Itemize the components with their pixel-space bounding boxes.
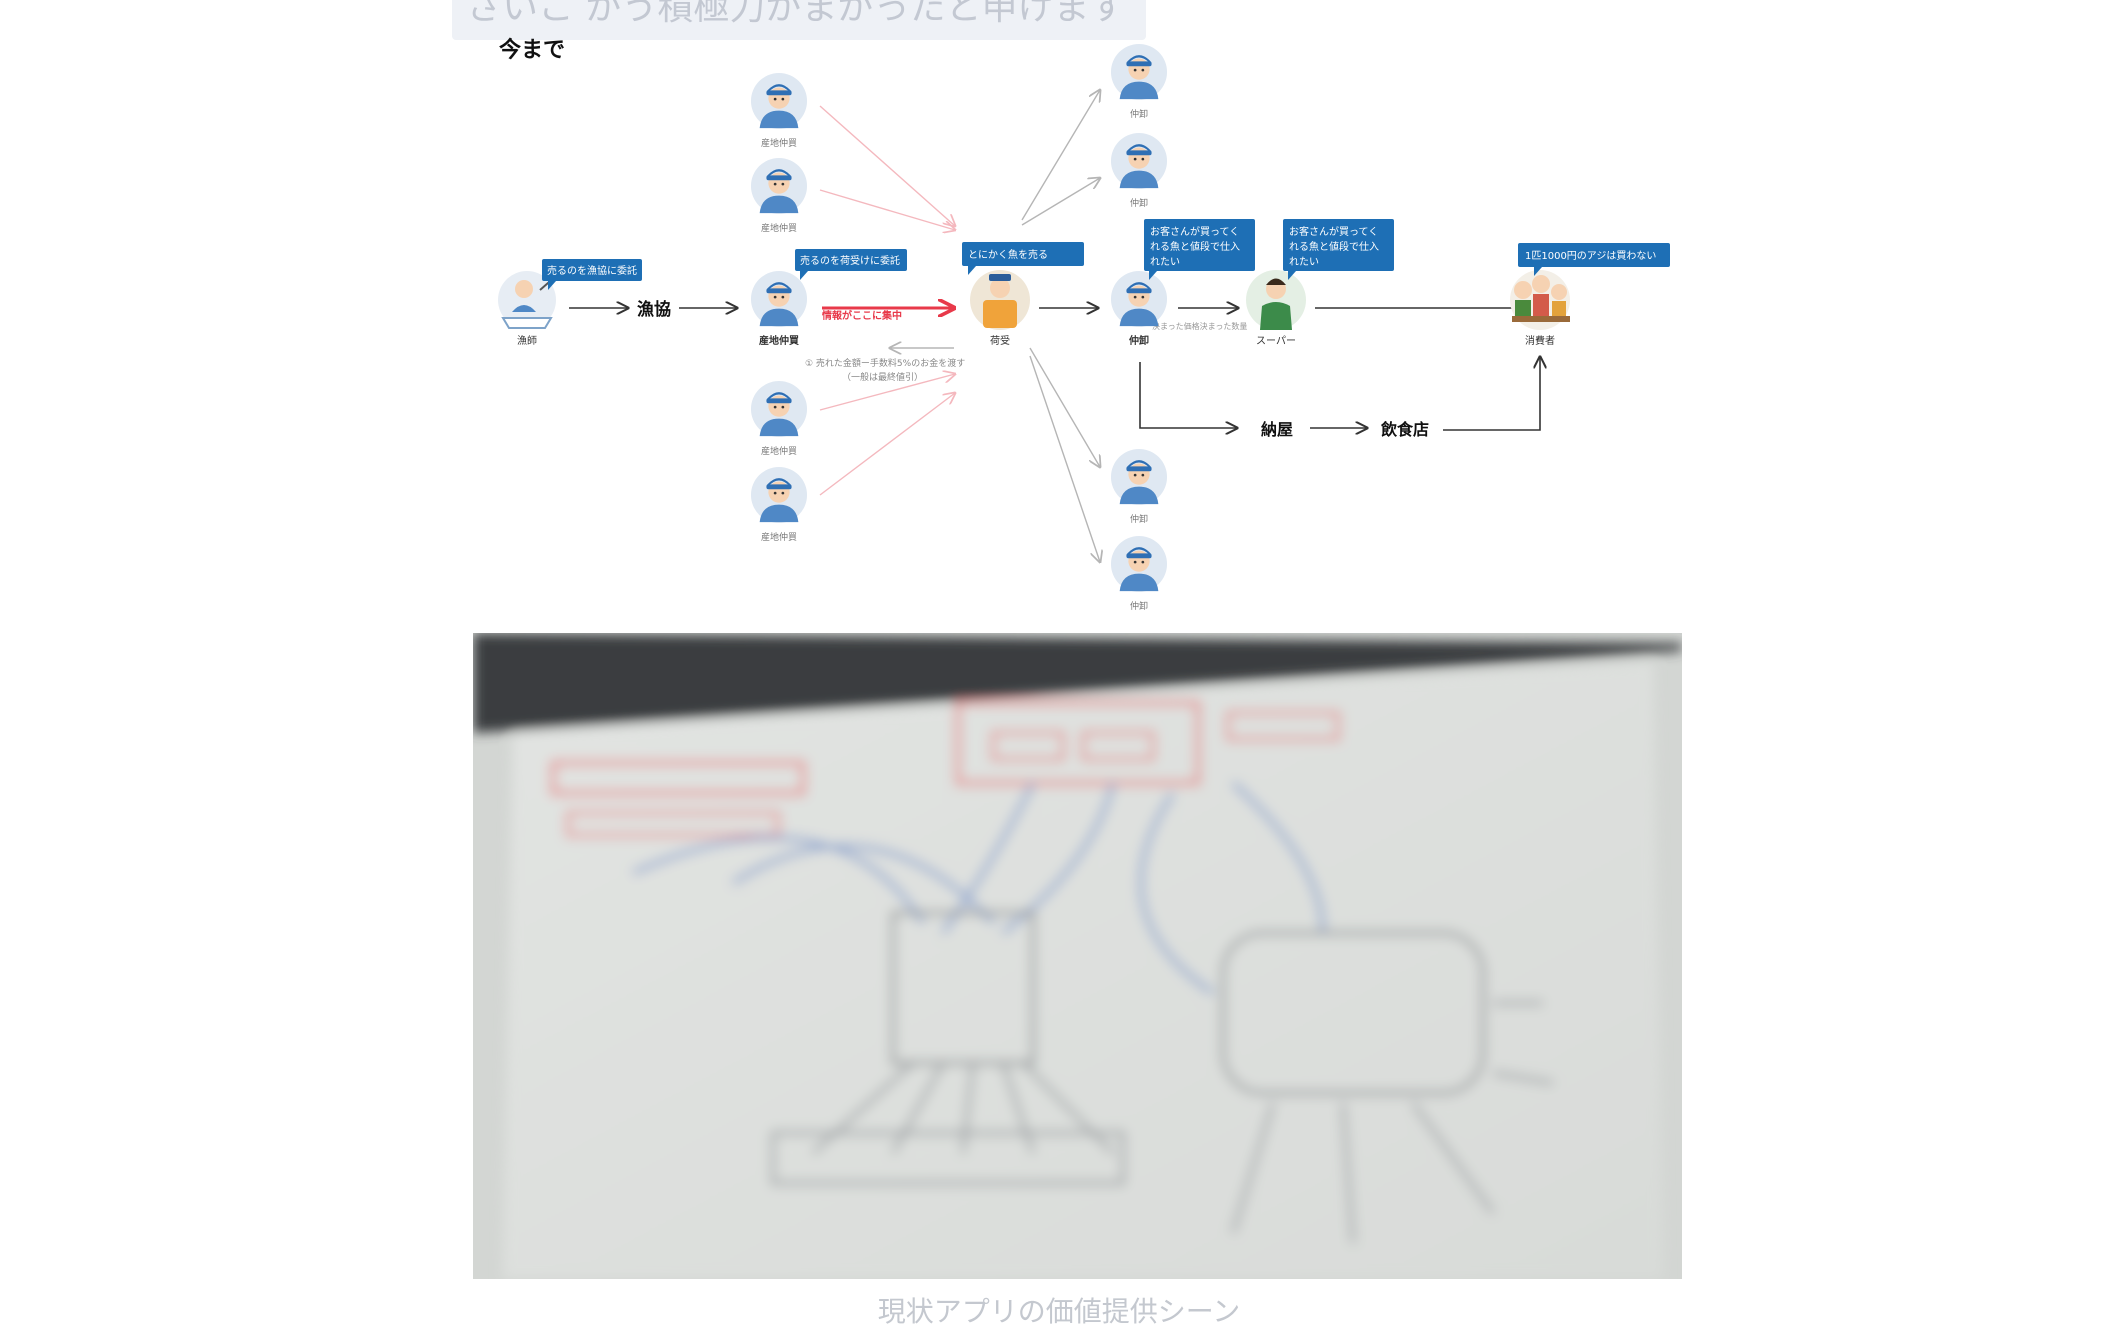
label-broker-4: 産地仲買 (761, 531, 797, 543)
svg-text:れたい: れたい (1150, 256, 1180, 268)
svg-text:とにかく魚を売る: とにかく魚を売る (968, 248, 1048, 261)
label-fisher: 漁師 (517, 334, 537, 347)
label-niuke: 荷受 (990, 335, 1010, 347)
label-consumer: 消費者 (1525, 334, 1555, 347)
fanout-lines (1021, 90, 1100, 562)
broker-icon (750, 72, 808, 130)
faded-heading: さいこ がう積極力がまがったと申けます (452, 0, 1146, 40)
whiteboard-photo (473, 633, 1682, 1279)
svg-text:売るのを漁協に委託: 売るのを漁協に委託 (547, 264, 637, 277)
bubble-consumer: 1匹1000円のアジは買わない (1518, 243, 1670, 276)
bubble-sanchi: 売るのを荷受けに委託 (795, 249, 907, 280)
svg-text:れる魚と値段で仕入: れる魚と値段で仕入 (1289, 240, 1379, 253)
clerk-icon (1246, 270, 1306, 330)
node-restaurant: 飲食店 (1380, 420, 1429, 439)
label-broker-3: 産地仲買 (761, 445, 797, 457)
broker-icon (750, 380, 808, 438)
broker-icon (750, 466, 808, 524)
wholesaler-icon (1110, 448, 1168, 506)
bubble-niuke: とにかく魚を売る (962, 242, 1084, 275)
label-broker-2: 産地仲買 (761, 222, 797, 234)
decided-note: 決まった価格決まった数量 (1152, 321, 1247, 331)
figure-caption: 現状アプリの価値提供シーン (877, 1295, 1241, 1328)
node-coop: 漁協 (637, 299, 671, 320)
flow-diagram: 今まで 情報がここに集中 ① 売れた金額ー手数料5%のお金を渡す （一般は最終値… (498, 37, 1670, 612)
label-nakaoroshi-4: 仲卸 (1130, 600, 1148, 612)
diagram-title: 今まで (499, 37, 565, 63)
broker-icon (750, 270, 808, 328)
bubble-nakaoroshi: お客さんが買ってく れる魚と値段で仕入 れたい (1144, 219, 1255, 280)
wholesaler-icon (1110, 43, 1168, 101)
label-nakaoroshi-1: 仲卸 (1130, 108, 1148, 120)
node-naya: 納屋 (1261, 420, 1293, 439)
label-broker-main: 産地仲買 (759, 334, 799, 347)
return-note-2: （一般は最終値引） (842, 371, 923, 383)
label-nakaoroshi-3: 仲卸 (1130, 513, 1148, 525)
family-icon (1510, 270, 1570, 330)
info-note: 情報がここに集中 (822, 309, 902, 322)
svg-text:れる魚と値段で仕入: れる魚と値段で仕入 (1150, 240, 1240, 253)
bubble-fisher: 売るのを漁協に委託 (542, 259, 642, 290)
svg-text:お客さんが買ってく: お客さんが買ってく (1289, 225, 1378, 238)
broker-icon (750, 157, 808, 215)
return-note-1: ① 売れた金額ー手数料5%のお金を渡す (805, 357, 965, 369)
bubble-super: お客さんが買ってく れる魚と値段で仕入 れたい (1283, 219, 1394, 280)
label-nakaoroshi-main: 仲卸 (1129, 334, 1149, 347)
label-broker-1: 産地仲買 (761, 137, 797, 149)
auctioneer-icon (970, 270, 1030, 330)
broker-lines (819, 105, 955, 496)
svg-text:お客さんが買ってく: お客さんが買ってく (1150, 225, 1239, 238)
svg-text:1匹1000円のアジは買わない: 1匹1000円のアジは買わない (1525, 250, 1656, 262)
wholesaler-icon (1110, 535, 1168, 593)
wholesaler-icon (1110, 132, 1168, 190)
main-flow-arrows (569, 308, 1540, 430)
wholesaler-icon (1110, 270, 1168, 328)
svg-text:れたい: れたい (1289, 256, 1319, 268)
label-super: スーパー (1256, 335, 1296, 347)
label-nakaoroshi-2: 仲卸 (1130, 197, 1148, 209)
svg-text:売るのを荷受けに委託: 売るのを荷受けに委託 (800, 254, 900, 267)
